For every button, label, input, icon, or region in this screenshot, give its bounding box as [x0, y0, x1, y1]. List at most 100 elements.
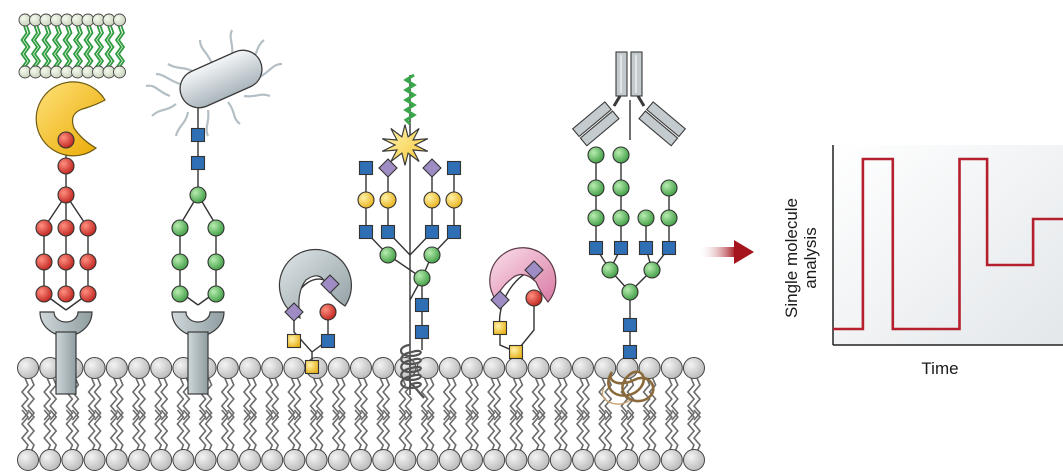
- lipid-tail: [226, 377, 235, 421]
- blue-residue: [380, 224, 396, 240]
- green-residue: [379, 246, 397, 264]
- pilus: [174, 111, 190, 137]
- lipid-head: [461, 357, 483, 379]
- lipid-head: [438, 449, 461, 471]
- lipid-head: [216, 357, 239, 379]
- pink-lectin: [489, 247, 557, 303]
- lipid-tail: [398, 377, 407, 421]
- yellow-residue: [445, 191, 463, 209]
- red-residue: [79, 219, 97, 237]
- gray-lectin: [278, 248, 352, 320]
- lipid-tail: [353, 377, 363, 421]
- lipid-tail: [626, 377, 635, 421]
- blue-residue: [588, 240, 604, 256]
- lipid-head: [416, 357, 439, 379]
- lipid-tail: [531, 377, 540, 421]
- lipid-tail: [620, 377, 629, 421]
- green-residue: [171, 219, 189, 237]
- yellow-residue: [357, 191, 375, 209]
- lipid-tail: [509, 409, 518, 453]
- lipid-tail: [204, 409, 213, 453]
- lipid-head: [83, 449, 106, 471]
- lipid-tail: [626, 409, 635, 453]
- mini-lipid-tail: [86, 25, 94, 69]
- lipid-head: [505, 357, 528, 379]
- purple-residue: [378, 158, 398, 178]
- lipid-tail: [115, 409, 124, 453]
- lipid-tail: [493, 377, 502, 421]
- red-residue: [35, 285, 53, 303]
- lipid-head: [572, 357, 594, 379]
- lipid-tail: [176, 377, 185, 421]
- mini-lipid-tail: [96, 25, 105, 69]
- lipid-head: [549, 449, 572, 471]
- glycosidic-bonds: [43, 75, 670, 395]
- red-residue: [35, 219, 53, 237]
- lipid-head: [128, 449, 150, 471]
- lipid-head: [239, 449, 261, 471]
- lipid-tail: [226, 409, 235, 453]
- green-residue: [660, 179, 678, 197]
- lipid-tail: [315, 377, 324, 421]
- lipid-head: [483, 357, 506, 379]
- pilus: [229, 29, 234, 57]
- lipid-tail: [537, 377, 546, 421]
- lipid-tail: [137, 409, 147, 453]
- green-residue: [587, 209, 605, 227]
- lipid-head: [638, 357, 661, 379]
- mini-lipid-head: [113, 65, 126, 79]
- green-residue: [601, 261, 619, 279]
- lipid-tail: [686, 377, 696, 421]
- lipid-tail: [204, 377, 213, 421]
- red-residue: [57, 219, 75, 237]
- lipid-tail: [115, 377, 124, 421]
- green-residue: [171, 253, 189, 271]
- lipid-tail: [515, 409, 524, 453]
- lipid-tail: [265, 377, 274, 421]
- lipid-tail: [65, 409, 74, 453]
- red-residue: [35, 253, 53, 271]
- red-residue: [57, 131, 75, 149]
- purple-residue: [422, 158, 442, 178]
- lipid-head: [438, 357, 461, 379]
- lipid-tail: [509, 377, 518, 421]
- lipid-head: [527, 449, 550, 471]
- lipid-head: [505, 449, 528, 471]
- pilus: [205, 109, 210, 137]
- pilus: [227, 101, 241, 125]
- lipid-head: [39, 449, 62, 471]
- red-residue: [57, 157, 75, 175]
- lipid-tail: [376, 409, 385, 453]
- lipid-head: [194, 449, 217, 471]
- lipid-head: [216, 449, 239, 471]
- lipid-head: [572, 449, 594, 471]
- green-residue: [413, 269, 431, 287]
- lipid-tail: [448, 409, 457, 453]
- lipid-tail: [20, 409, 30, 453]
- green-residue: [643, 261, 661, 279]
- lipid-tail: [271, 377, 280, 421]
- lipid-head: [660, 449, 683, 471]
- lipid-tail: [470, 377, 480, 421]
- lipid-tail: [242, 377, 252, 421]
- lipid-head: [261, 357, 284, 379]
- lipid-tail: [575, 409, 585, 453]
- lipid-tail: [442, 409, 451, 453]
- lipid-tail: [220, 409, 229, 453]
- lipid-tail: [331, 409, 340, 453]
- lipid-tail: [287, 409, 296, 453]
- membrane-receptor-2: [171, 311, 225, 395]
- red-residue: [57, 186, 75, 204]
- lipid-tail: [426, 409, 435, 453]
- lipid-tail: [620, 409, 629, 453]
- signal-trace: [833, 157, 1063, 331]
- mini-lipid-tail: [72, 25, 81, 69]
- purple-residue: [524, 260, 544, 280]
- lipid-tail: [670, 377, 679, 421]
- lipid-head: [350, 449, 372, 471]
- lipid-tail: [293, 377, 302, 421]
- lipid-tail: [293, 409, 302, 453]
- green-residue: [612, 209, 630, 227]
- x-axis-label: Time: [921, 359, 958, 378]
- blue-residue: [190, 155, 206, 171]
